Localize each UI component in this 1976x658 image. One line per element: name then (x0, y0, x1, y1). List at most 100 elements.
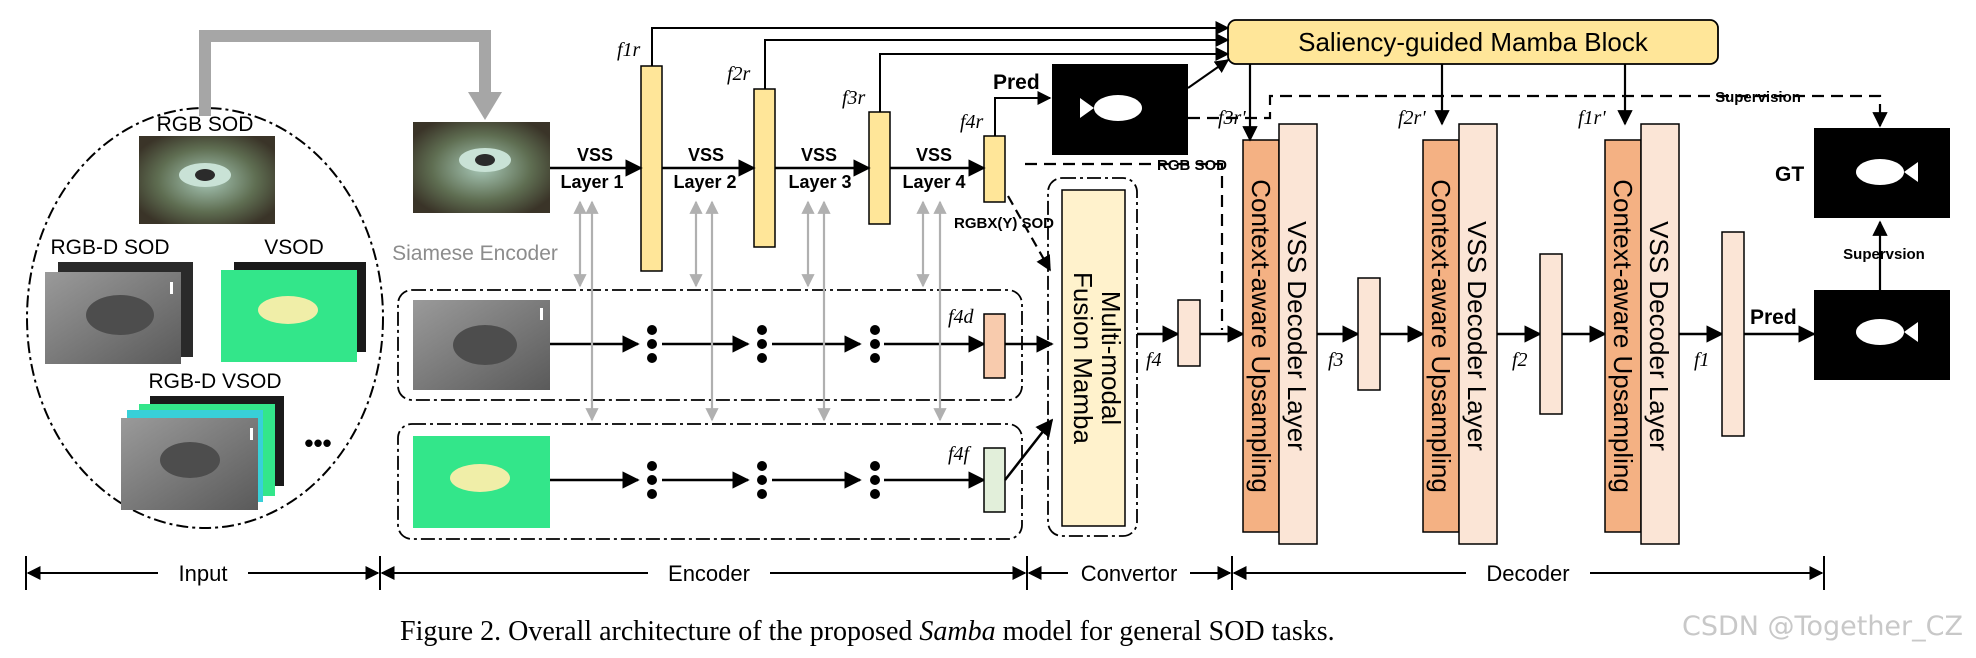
encoder-rgb-image (413, 122, 550, 213)
vss-decoder-block-3 (1640, 123, 1680, 545)
vss-layer-3-label: VSS Layer 3 (788, 145, 851, 192)
f4r-skip-line (994, 91, 1052, 136)
f3r-skip-line (879, 47, 1230, 112)
convertor-frame (1047, 177, 1138, 537)
svg-text:VSS: VSS (916, 145, 952, 165)
final-pred-map (1814, 290, 1950, 380)
bottom-axis (25, 556, 1825, 590)
rgb-sod-route (1025, 162, 1224, 330)
f4d-label: f4d (948, 306, 975, 328)
f2r-skip-line (764, 33, 1230, 89)
f4d-block (983, 313, 1006, 379)
siamese-encoder-label: Siamese Encoder (392, 242, 558, 265)
f1r-prime-label: f1r' (1578, 107, 1606, 129)
f1-block (1721, 231, 1745, 437)
depth-layer-dots (647, 325, 880, 363)
f3r-prime-label: f3r' (1218, 107, 1246, 129)
vss-decoder-label-2: VSS Decoder Layer (1462, 221, 1492, 451)
input-to-encoder-arrow (199, 30, 491, 116)
f3r-block (868, 111, 891, 225)
f1r-skip-line (651, 21, 1230, 66)
axis-input-label: Input (179, 561, 228, 586)
vss-layer-1-label: VSS Layer 1 (560, 145, 623, 192)
input-rgbd-sod-label: RGB-D SOD (50, 236, 169, 259)
vss-layer-4-label: VSS Layer 4 (902, 145, 965, 192)
svg-text:Layer 3: Layer 3 (788, 172, 851, 192)
svg-text:VSS: VSS (801, 145, 837, 165)
rgbx-route-label: RGBX(Y) SOD (954, 215, 1054, 232)
supervision2-label: Supervsion (1843, 246, 1925, 263)
cau-block-3 (1604, 139, 1642, 533)
f4f-to-convertor (1004, 418, 1054, 481)
depth-input-stack (45, 262, 193, 364)
svg-text:Layer 2: Layer 2 (673, 172, 736, 192)
axis-convertor-label: Convertor (1081, 561, 1178, 586)
saliency-mamba-label: Saliency-guided Mamba Block (1298, 27, 1649, 57)
flow-layer-dots (647, 461, 880, 499)
f2-block (1539, 253, 1563, 415)
flow-branch-frame (397, 423, 1023, 540)
f4r-label: f4r (960, 111, 984, 133)
f3r-label: f3r (842, 87, 866, 109)
coarse-pred-map (1052, 64, 1188, 155)
siamese-shared-arrows (573, 200, 947, 422)
rgbx-route (1007, 195, 1051, 272)
cau-block-1 (1242, 139, 1280, 533)
f3-block (1357, 277, 1381, 391)
caption-model: Samba (919, 616, 995, 647)
input-rgbd-vsod-label: RGB-D VSOD (148, 370, 281, 393)
decoder-pred-label: Pred (1750, 306, 1797, 329)
cau-label-2: Context-aware Upsampling (1426, 179, 1456, 493)
pred-to-mamba-arrow (1187, 59, 1230, 89)
f1-label: f1 (1694, 349, 1710, 371)
input-rgb-sod-label: RGB SOD (157, 113, 254, 136)
f1r-block (640, 65, 663, 272)
vss-decoder-label-1: VSS Decoder Layer (1282, 221, 1312, 451)
input-ellipsis: ••• (304, 428, 331, 458)
rgb-sod-route-label: RGB SOD (1157, 157, 1227, 174)
axis-encoder-label: Encoder (668, 561, 750, 586)
f4-label: f4 (1146, 349, 1162, 371)
cau-label-1: Context-aware Upsampling (1246, 179, 1276, 493)
f4r-block (983, 135, 1006, 203)
supervision-line (1188, 94, 1888, 128)
vss-layer-2-label: VSS Layer 2 (673, 145, 736, 192)
gt-label: GT (1775, 163, 1804, 186)
axis-decoder-label: Decoder (1486, 561, 1569, 586)
encoder-depth-image (413, 300, 550, 390)
vss-decoder-label-3: VSS Decoder Layer (1644, 221, 1674, 451)
f1r-label: f1r (617, 39, 641, 61)
figure-caption: Figure 2. Overall architecture of the pr… (400, 616, 1335, 647)
rgb-input-thumb (139, 136, 275, 224)
fusion-mamba-block (1061, 189, 1126, 527)
svg-text:VSS: VSS (688, 145, 724, 165)
rgbd-video-input-stack (121, 396, 284, 510)
svg-text:Layer 1: Layer 1 (560, 172, 623, 192)
vss-decoder-block-1 (1278, 123, 1318, 545)
input-arrowhead (468, 92, 502, 120)
f4-block (1177, 299, 1201, 367)
svg-text:VSS: VSS (577, 145, 613, 165)
encoder-pred-label: Pred (993, 71, 1040, 94)
fusion-mamba-line2: Fusion Mamba (1068, 272, 1098, 444)
f2r-prime-label: f2r' (1398, 107, 1426, 129)
encoder-flow-image (413, 436, 550, 528)
f4f-label: f4f (948, 443, 972, 465)
input-vsod-label: VSOD (264, 236, 324, 259)
flow-input-stack (221, 262, 366, 362)
watermark: CSDN @Together_CZ (1682, 611, 1963, 642)
f2r-block (753, 88, 776, 248)
svg-text:Layer 4: Layer 4 (902, 172, 965, 192)
f3-label: f3 (1328, 349, 1344, 371)
supervision-label: Supervision (1715, 89, 1801, 106)
gt-map (1814, 128, 1950, 218)
f4f-block (983, 447, 1006, 513)
f2r-label: f2r (727, 63, 751, 85)
caption-prefix: Figure 2. Overall architecture of the pr… (400, 616, 919, 647)
fusion-mamba-line1: Multi-modal (1096, 291, 1126, 425)
caption-suffix: model for general SOD tasks. (996, 616, 1335, 647)
f2-label: f2 (1512, 349, 1528, 371)
cau-label-3: Context-aware Upsampling (1608, 179, 1638, 493)
cau-block-2 (1422, 139, 1460, 533)
